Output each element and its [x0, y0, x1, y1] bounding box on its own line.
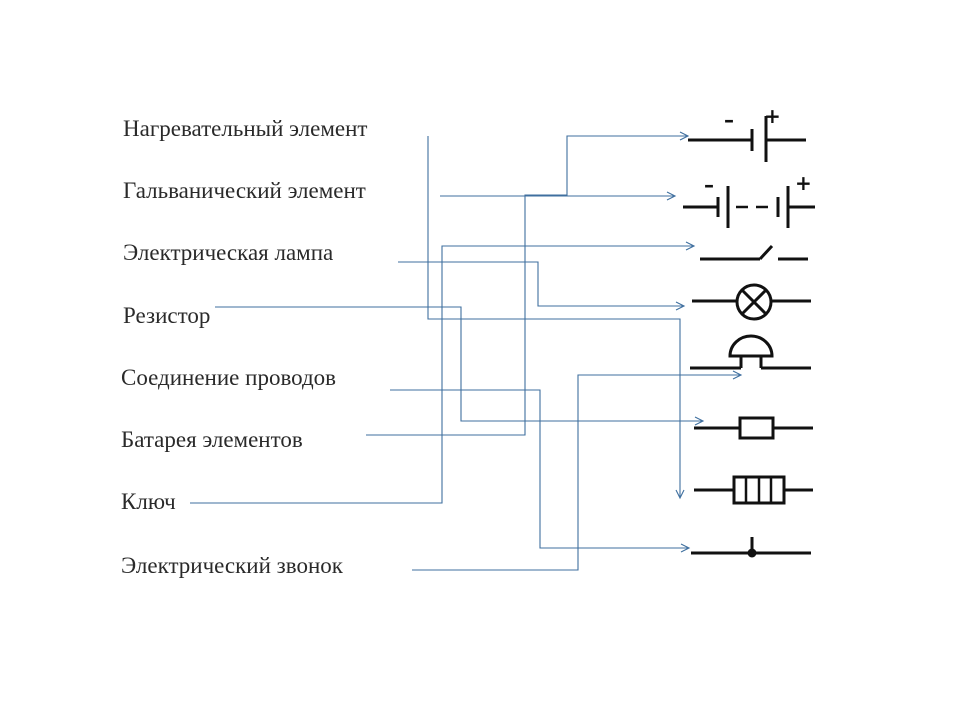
- label-galvanic-cell: Гальванический элемент: [123, 178, 366, 203]
- label-switch: Ключ: [121, 489, 176, 514]
- label-electric-bell: Электрический звонок: [121, 553, 344, 578]
- connector-electric-bell: [412, 370, 743, 571]
- label-electric-lamp: Электрическая лампа: [123, 240, 333, 265]
- resistor-symbol: [694, 416, 813, 440]
- bell-symbol: [690, 334, 811, 370]
- connector-switch: [190, 241, 696, 504]
- minus-sign: –: [704, 173, 714, 197]
- label-wire-junction: Соединение проводов: [121, 365, 336, 390]
- wire-junction-symbol: [691, 537, 811, 558]
- connector-electric-lamp: [398, 261, 686, 311]
- lamp-symbol: [692, 283, 811, 321]
- connector-battery: [366, 131, 690, 436]
- minus-sign: –: [724, 108, 734, 132]
- label-heating-element: Нагревательный элемент: [123, 116, 367, 141]
- plus-sign: +: [795, 171, 812, 195]
- label-resistor: Резистор: [123, 303, 210, 328]
- plus-sign: +: [764, 104, 781, 128]
- battery-symbol: – +: [683, 171, 815, 228]
- connector-resistor: [215, 306, 705, 426]
- galvanic-cell-symbol: – +: [688, 104, 806, 162]
- connector-galvanic-cell: [440, 191, 677, 201]
- switch-symbol: [700, 244, 808, 261]
- heating-element-symbol: [694, 475, 813, 505]
- connector-wire-junction: [390, 389, 691, 553]
- connector-heating-element: [427, 136, 685, 500]
- label-battery: Батарея элементов: [121, 427, 303, 452]
